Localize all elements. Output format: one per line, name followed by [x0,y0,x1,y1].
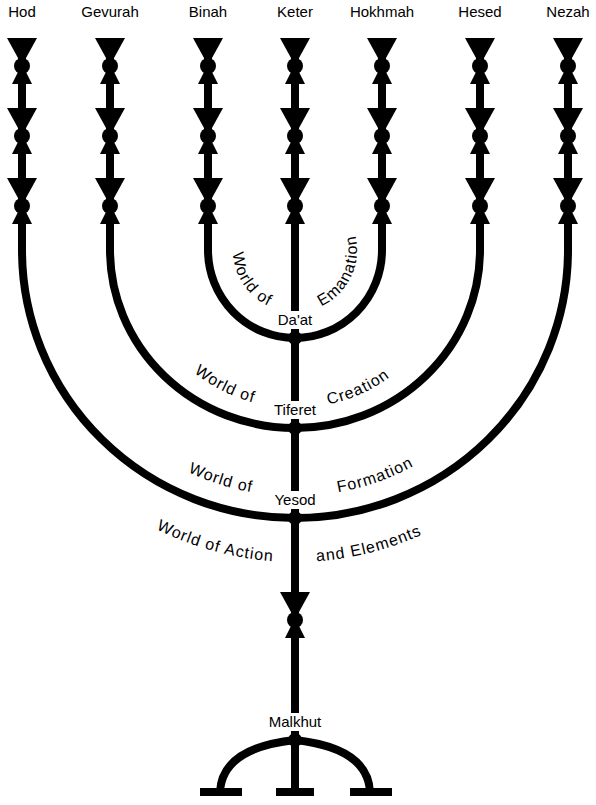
sefirah-junction-label: Yesod [271,491,318,509]
sefirah-junction-label: Malkhut [266,713,325,731]
sefirah-junction-label: Da'at [275,311,316,329]
world-label-path: World of [187,459,255,495]
branch [110,48,295,428]
world-label-path: World of [230,251,276,309]
sefirah-branch-label: Gevurah [81,3,139,21]
feet [200,788,392,796]
branch [295,48,568,518]
cups [7,38,583,638]
world-label: World of Action [155,516,275,564]
world-label-path: World of [192,361,257,405]
branch [208,48,295,338]
leg [220,740,295,792]
sefirah-branch-label: Hokhmah [350,3,414,21]
world-label: Emanation [314,234,360,309]
world-label-path: Formation [335,453,415,495]
world-label: Creation [325,365,392,407]
branch [295,48,480,428]
branch [295,48,382,338]
sefirah-branch-label: Keter [277,3,313,21]
menorah-branches [22,40,568,792]
world-label: and Elements [315,522,423,565]
world-label-path: World of Action [155,516,275,564]
junction-dots [288,331,302,747]
sefirah-junction-label: Tiferet [271,401,319,419]
leg [295,740,370,792]
world-label: World of [230,251,276,309]
world-label-path: Emanation [314,234,360,309]
sefirah-branch-label: Nezah [546,3,589,21]
sefirah-branch-label: Hesed [458,3,501,21]
world-label-path: Creation [325,365,392,407]
sefirah-branch-label: Hod [8,3,36,21]
world-label: World of [187,459,255,495]
world-label: World of [192,361,257,405]
branch [22,48,295,518]
world-label-path: and Elements [315,522,423,565]
sefirah-branch-label: Binah [189,3,227,21]
world-label: Formation [335,453,415,495]
